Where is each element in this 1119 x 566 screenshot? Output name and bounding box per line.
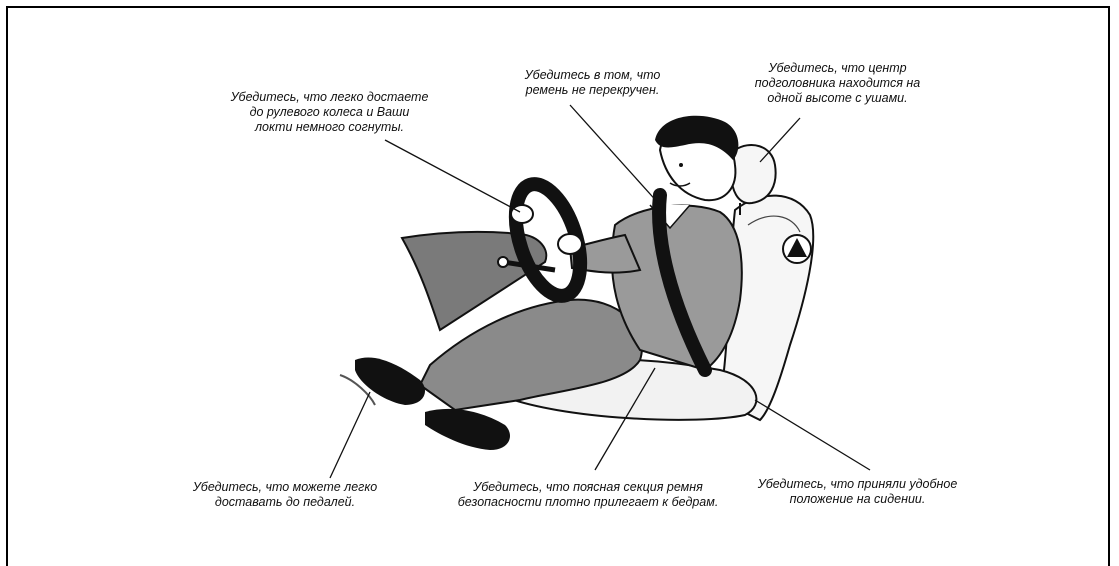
caption-headrest: Убедитесь, что центр подголовника находи… bbox=[730, 61, 945, 106]
caption-lap-belt: Убедитесь, что поясная секция ремня безо… bbox=[443, 480, 733, 510]
headrest bbox=[732, 145, 776, 203]
driver-head bbox=[655, 116, 738, 200]
driver-hand-side bbox=[558, 234, 582, 254]
caption-pedals: Убедитесь, что можете легко доставать до… bbox=[170, 480, 400, 510]
seat-emblem-icon bbox=[783, 235, 811, 263]
driver-hand-top bbox=[511, 205, 533, 223]
caption-seat-position: Убедитесь, что приняли удобное положение… bbox=[740, 477, 975, 507]
right-shoe bbox=[425, 409, 510, 450]
leader-steering bbox=[385, 140, 520, 212]
leader-seat-position bbox=[755, 400, 870, 470]
left-shoe bbox=[355, 358, 425, 405]
caption-steering: Убедитесь, что легко достаете до рулевог… bbox=[212, 90, 447, 135]
leader-pedals bbox=[330, 392, 370, 478]
caption-belt-twist: Убедитесь в том, что ремень не перекруче… bbox=[505, 68, 680, 98]
leader-headrest bbox=[760, 118, 800, 162]
leader-belt-twist bbox=[570, 105, 660, 205]
